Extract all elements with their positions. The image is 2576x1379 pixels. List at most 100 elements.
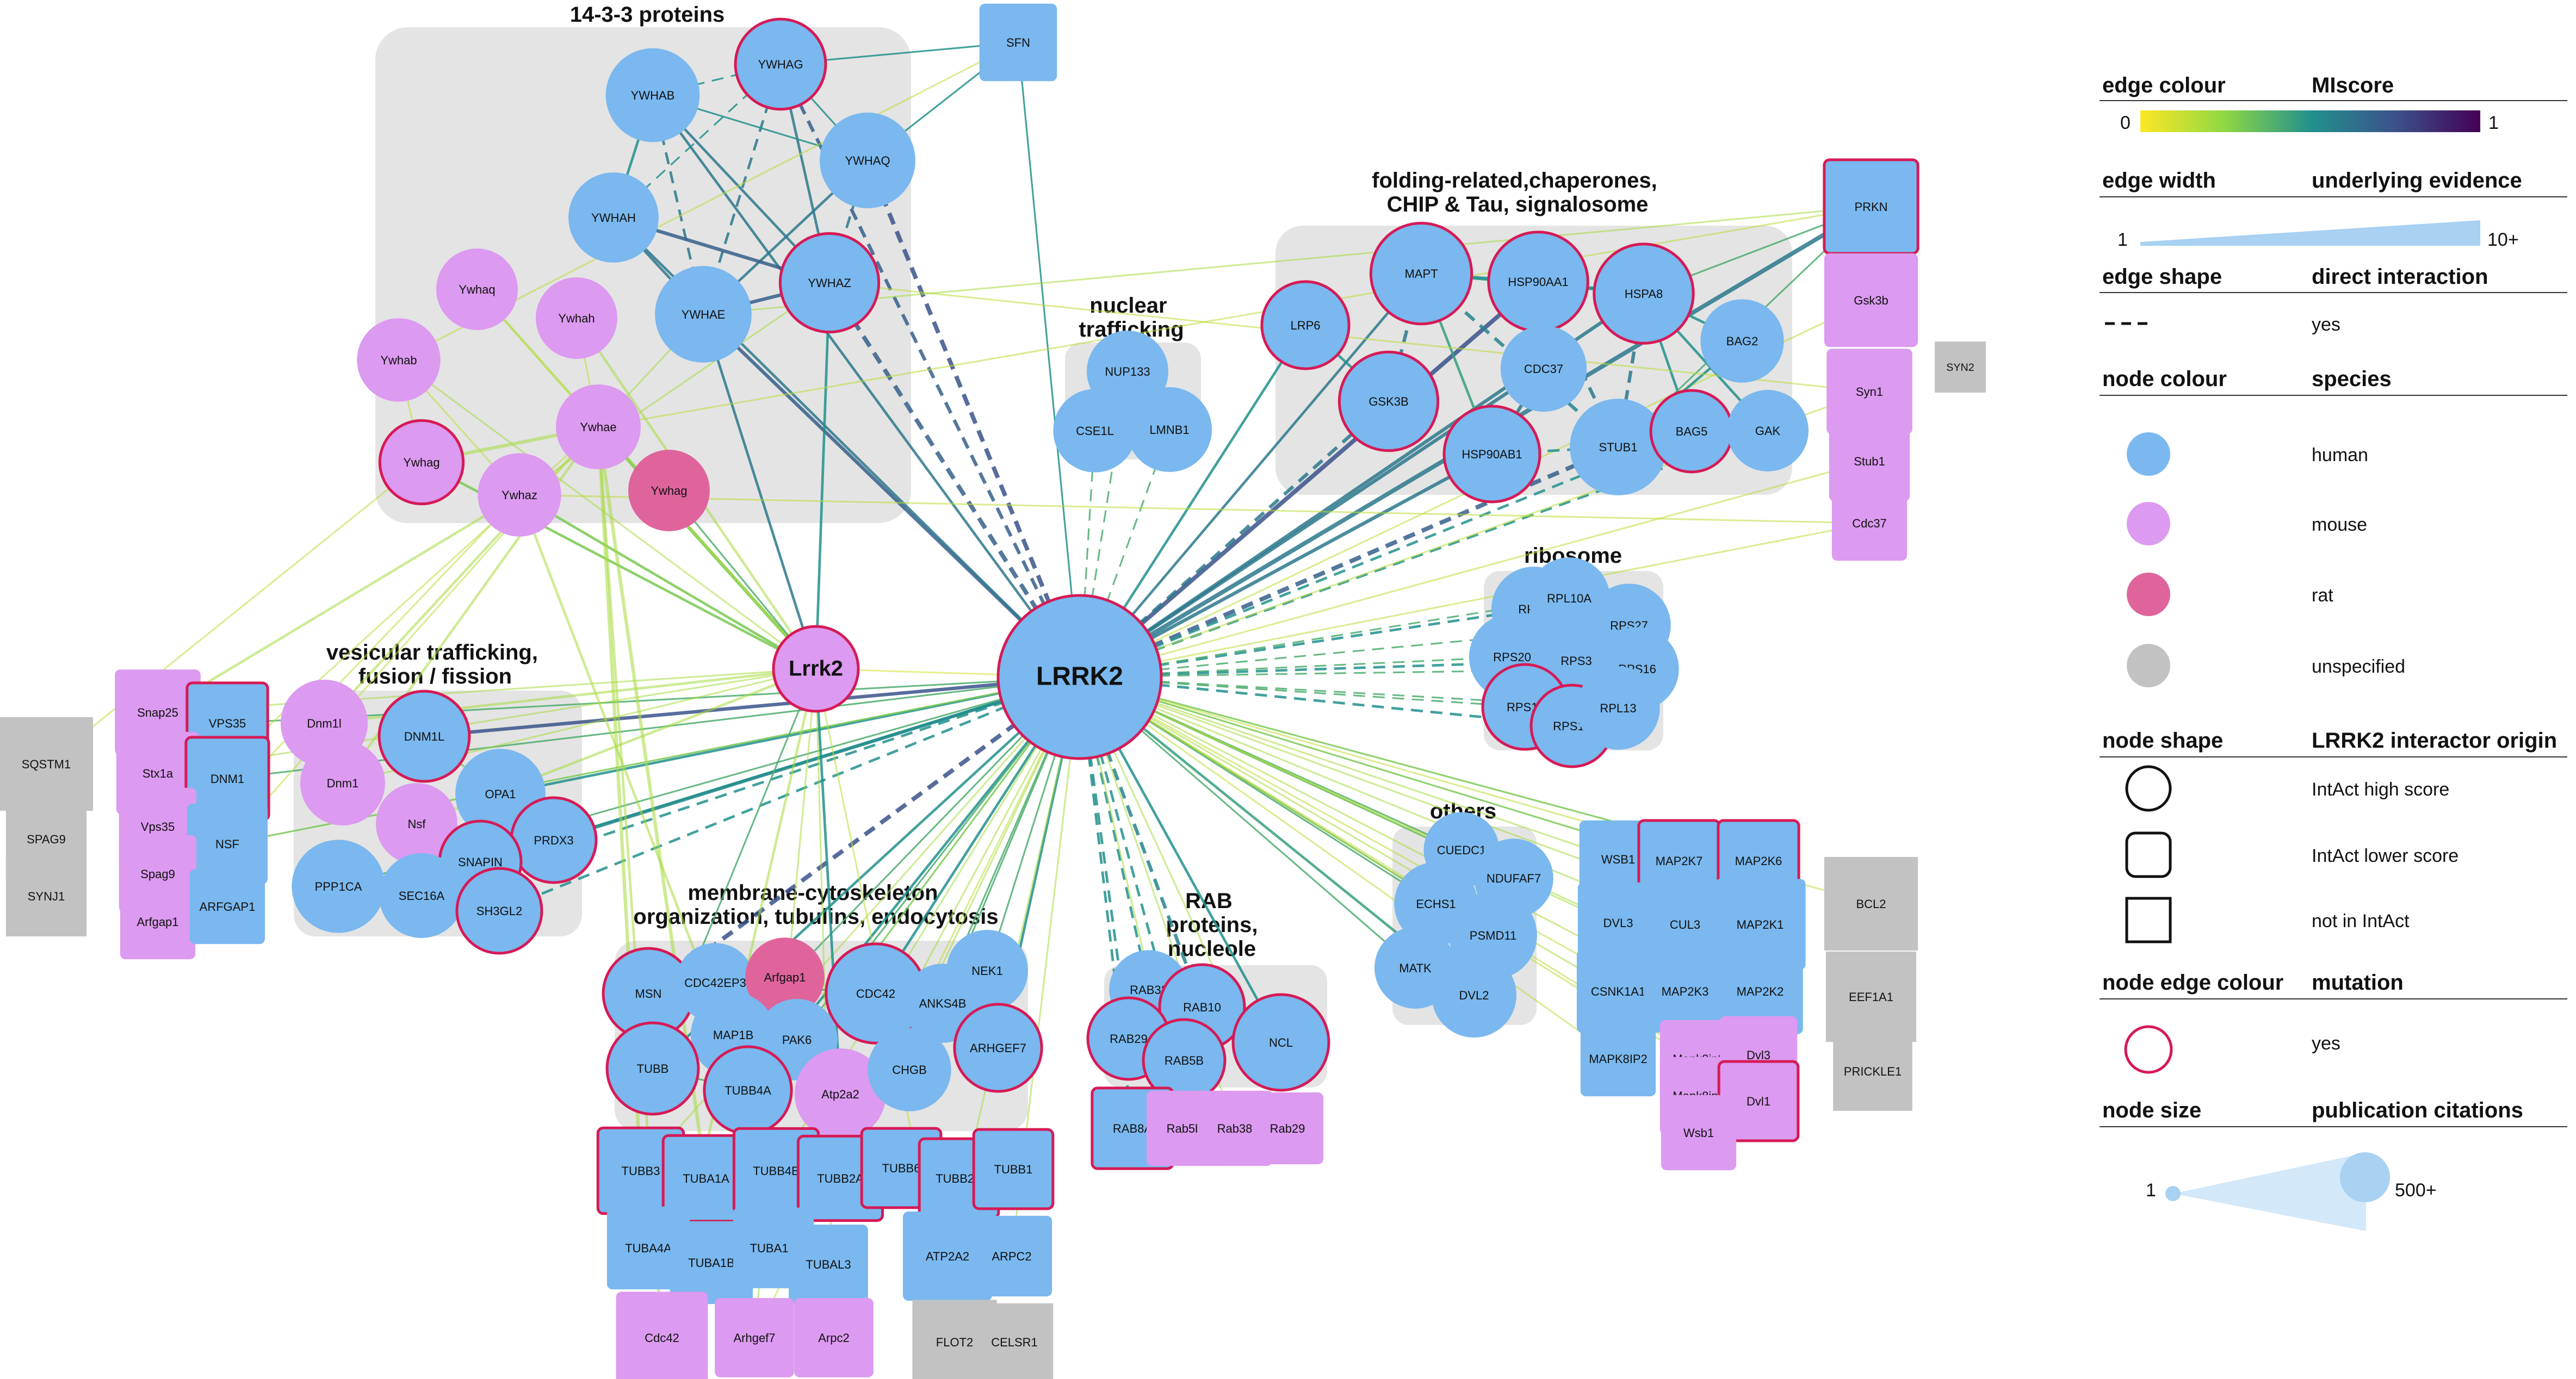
node-YWHAH[interactable]: YWHAH: [568, 172, 659, 263]
node-Rab29[interactable]: Rab29: [1251, 1092, 1324, 1165]
node-label-Dvl1: Dvl1: [1747, 1095, 1770, 1108]
node-NCL[interactable]: NCL: [1231, 993, 1330, 1092]
node-LRRK2[interactable]: LRRK2: [996, 594, 1163, 760]
node-label-Dnm1l: Dnm1l: [307, 717, 342, 730]
node-MAPK8IP2[interactable]: MAPK8IP2: [1580, 1021, 1656, 1097]
node-CDC37[interactable]: CDC37: [1500, 325, 1587, 412]
node-label-NUP133: NUP133: [1105, 365, 1150, 378]
node-Ywhag_r[interactable]: Ywhag: [628, 450, 710, 531]
node-Arfgap1[interactable]: Arfgap1: [120, 884, 196, 960]
legend-miscore-max: 1: [2488, 113, 2499, 133]
node-Ywhaz[interactable]: Ywhaz: [478, 453, 561, 537]
node-EEF1A1[interactable]: EEF1A1: [1825, 951, 1917, 1042]
node-YWHAE[interactable]: YWHAE: [655, 266, 752, 363]
node-shape-SYNJ1: [5, 855, 87, 937]
node-TUBA1A[interactable]: TUBA1A: [661, 1134, 751, 1223]
node-PRDX3[interactable]: PRDX3: [510, 796, 598, 884]
node-RAB5B[interactable]: RAB5B: [1142, 1018, 1227, 1103]
node-TUBB[interactable]: TUBB: [605, 1021, 700, 1116]
node-ARPC2[interactable]: ARPC2: [971, 1215, 1052, 1297]
node-Arfgap1_r[interactable]: Arfgap1: [745, 937, 825, 1017]
node-DVL2[interactable]: DVL2: [1431, 952, 1517, 1038]
node-Wsb1[interactable]: Wsb1: [1661, 1095, 1737, 1171]
node-Stub1[interactable]: Stub1: [1829, 420, 1910, 502]
node-MAP2K2[interactable]: MAP2K2: [1717, 948, 1803, 1034]
node-Dnm1[interactable]: Dnm1: [300, 740, 386, 826]
node-Syn1[interactable]: Syn1: [1826, 349, 1912, 434]
edge-Ywhaz-Snap25: [157, 493, 521, 714]
node-YWHAG[interactable]: YWHAG: [734, 17, 827, 111]
legend-unspecified-swatch: [2127, 644, 2170, 687]
node-Cdc42[interactable]: Cdc42: [616, 1291, 708, 1379]
node-TUBA4A[interactable]: TUBA4A: [606, 1206, 690, 1290]
node-TUBB4A[interactable]: TUBB4A: [703, 1045, 793, 1135]
node-label-BAG2: BAG2: [1726, 334, 1758, 348]
node-Ywhae[interactable]: Ywhae: [555, 384, 641, 470]
node-TUBAL3[interactable]: TUBAL3: [789, 1225, 868, 1304]
node-DNM1L[interactable]: DNM1L: [377, 689, 471, 783]
node-shape-LMNB1: [1126, 387, 1212, 473]
node-CDC42[interactable]: CDC42: [825, 942, 927, 1045]
edge-Lrrk2-Ywhaz: [518, 493, 817, 670]
node-PRKN[interactable]: PRKN: [1823, 158, 1919, 255]
node-CUL3[interactable]: CUL3: [1641, 880, 1729, 968]
node-DVL3[interactable]: DVL3: [1577, 882, 1659, 964]
node-ARFGAP1[interactable]: ARFGAP1: [189, 868, 265, 945]
legend-mouse-swatch: [2127, 502, 2170, 545]
node-LRP6[interactable]: LRP6: [1260, 280, 1351, 370]
node-TUBA1B[interactable]: TUBA1B: [670, 1221, 753, 1305]
node-Ywhah[interactable]: Ywhah: [536, 277, 617, 359]
node-SQSTM1[interactable]: SQSTM1: [0, 717, 94, 811]
node-GSK3B[interactable]: GSK3B: [1337, 350, 1440, 452]
node-SYNJ1[interactable]: SYNJ1: [5, 855, 87, 937]
node-Nsf[interactable]: Nsf: [376, 783, 457, 865]
node-shape-TUBB1: [972, 1128, 1055, 1210]
node-YWHAB[interactable]: YWHAB: [605, 48, 700, 142]
node-DNM1[interactable]: DNM1: [184, 736, 270, 822]
node-MAPT[interactable]: MAPT: [1369, 221, 1473, 326]
node-SFN[interactable]: SFN: [979, 3, 1057, 82]
node-SH3GL2[interactable]: SH3GL2: [455, 867, 543, 955]
node-PRICKLE1[interactable]: PRICKLE1: [1833, 1032, 1912, 1111]
node-Arpc2[interactable]: Arpc2: [794, 1298, 874, 1377]
node-ATP2A2[interactable]: ATP2A2: [903, 1212, 992, 1301]
node-shape-SQSTM1: [0, 717, 94, 811]
node-CHGB[interactable]: CHGB: [868, 1028, 951, 1111]
node-LMNB1[interactable]: LMNB1: [1126, 387, 1212, 473]
node-Arhgef7[interactable]: Arhgef7: [715, 1298, 794, 1377]
node-STUB1[interactable]: STUB1: [1570, 399, 1667, 495]
node-label-TUBB2A: TUBB2A: [817, 1172, 864, 1185]
node-Ywhaq[interactable]: Ywhaq: [436, 249, 518, 330]
node-RPL13[interactable]: RPL13: [1576, 666, 1660, 750]
legend-shape-lower-label: IntAct lower score: [2312, 846, 2459, 866]
node-YWHAQ[interactable]: YWHAQ: [820, 113, 915, 208]
node-HSP90AB1[interactable]: HSP90AB1: [1442, 405, 1541, 504]
node-YWHAZ[interactable]: YWHAZ: [778, 232, 881, 334]
node-shape-SEC16A: [379, 853, 465, 939]
node-Gsk3b[interactable]: Gsk3b: [1824, 253, 1918, 347]
node-CSE1L[interactable]: CSE1L: [1053, 389, 1137, 473]
node-MAP2K1[interactable]: MAP2K1: [1714, 879, 1806, 970]
node-CELSR1[interactable]: CELSR1: [975, 1303, 1054, 1379]
node-Ywhab[interactable]: Ywhab: [357, 318, 441, 402]
node-MAP2K3[interactable]: MAP2K3: [1643, 949, 1727, 1033]
node-label-YWHAE: YWHAE: [682, 308, 726, 321]
node-PPP1CA[interactable]: PPP1CA: [292, 840, 385, 933]
node-SYN2[interactable]: SYN2: [1935, 341, 1986, 393]
node-TUBB1[interactable]: TUBB1: [972, 1128, 1055, 1210]
node-HSPA8[interactable]: HSPA8: [1593, 243, 1695, 345]
legend-rat-label: rat: [2312, 585, 2333, 606]
node-Cdc37[interactable]: Cdc37: [1831, 485, 1908, 561]
node-HSP90AA1[interactable]: HSP90AA1: [1487, 231, 1589, 333]
node-BAG2[interactable]: BAG2: [1700, 299, 1784, 383]
node-BCL2[interactable]: BCL2: [1824, 856, 1918, 951]
node-SEC16A[interactable]: SEC16A: [379, 853, 465, 939]
node-CSNK1A1[interactable]: CSNK1A1: [1576, 949, 1660, 1033]
node-GAK[interactable]: GAK: [1727, 390, 1809, 471]
node-NSF[interactable]: NSF: [187, 803, 268, 885]
node-Lrrk2[interactable]: Lrrk2: [772, 625, 860, 713]
node-ARHGEF7[interactable]: ARHGEF7: [953, 1003, 1043, 1093]
node-BAG5[interactable]: BAG5: [1649, 389, 1734, 474]
node-Ywhag[interactable]: Ywhag: [378, 419, 465, 506]
node-Atp2a2[interactable]: Atp2a2: [795, 1048, 886, 1140]
